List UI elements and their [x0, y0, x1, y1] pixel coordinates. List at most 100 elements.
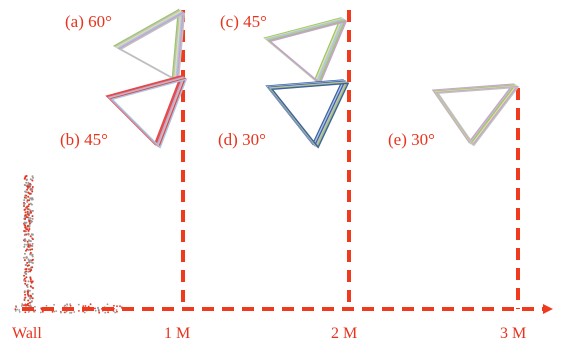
wall-point: [24, 176, 27, 179]
wall-point: [26, 261, 29, 264]
wall-point: [23, 304, 25, 307]
wall-point: [25, 270, 28, 273]
wall-point: [29, 301, 31, 304]
wall-point: [31, 175, 34, 178]
wall-point: [23, 259, 26, 262]
floor-point: [60, 311, 62, 314]
wall-point: [27, 205, 30, 208]
triangle-outline: [118, 12, 186, 83]
wall-point: [26, 286, 29, 288]
wall-point: [24, 217, 27, 220]
wall-point: [24, 211, 27, 214]
floor-point: [98, 310, 100, 312]
wall-point: [29, 210, 32, 213]
floor-point: [21, 304, 24, 306]
wall-point: [26, 199, 29, 202]
wall-point: [30, 203, 33, 206]
wall-point: [25, 194, 28, 197]
label-a: (a) 60°: [65, 12, 112, 31]
floor-point: [89, 303, 92, 306]
wall-point: [29, 217, 32, 220]
tick-label-1m: 1 M: [164, 325, 190, 342]
wall-point: [29, 294, 32, 297]
floor-point: [73, 311, 76, 313]
wall-point: [26, 188, 29, 191]
wall-point: [24, 214, 27, 217]
wall-point: [26, 243, 29, 246]
floor-point: [94, 307, 96, 310]
wall-point: [31, 238, 34, 241]
floor-point: [115, 309, 118, 311]
wall-point: [31, 215, 34, 218]
triangle-frame-d: [265, 79, 350, 149]
floor-point: [97, 307, 99, 310]
wall-point: [24, 239, 27, 242]
wall-point: [29, 253, 32, 256]
tick-label-wall: Wall: [12, 325, 42, 342]
wall-point: [23, 279, 26, 282]
wall-point: [31, 217, 34, 220]
wall-point: [31, 242, 34, 245]
floor-point: [39, 311, 42, 314]
wall-point: [31, 248, 34, 251]
wall-point: [27, 294, 30, 297]
wall-point: [28, 199, 31, 202]
wall-point: [23, 299, 26, 301]
floor-point: [83, 311, 86, 314]
wall-point: [31, 209, 34, 212]
wall-point: [28, 203, 31, 206]
wall-point: [27, 233, 30, 236]
wall-point: [29, 248, 32, 251]
wall-point: [24, 222, 27, 225]
wall-point: [25, 181, 28, 184]
floor-point: [87, 305, 90, 308]
wall-point: [23, 234, 26, 237]
floor-point: [70, 311, 73, 314]
wall-point: [26, 178, 28, 181]
floor-point: [78, 310, 80, 312]
wall-point: [31, 233, 34, 236]
wall-point: [31, 266, 34, 269]
wall-point: [31, 280, 34, 283]
floor-point: [15, 306, 18, 308]
floor-point: [66, 304, 69, 306]
wall-point: [31, 190, 34, 193]
floor-point: [107, 311, 109, 314]
wall-point: [28, 208, 31, 211]
wall-point: [26, 283, 29, 286]
floor-point: [42, 311, 44, 313]
wall-point: [28, 243, 31, 246]
wall-point: [28, 261, 31, 264]
wall-point: [31, 259, 34, 262]
floor-point: [94, 309, 97, 312]
wall-point: [27, 245, 30, 248]
floor-point: [53, 303, 55, 306]
wall-point: [31, 179, 34, 182]
floor-point: [53, 310, 56, 313]
floor-point: [77, 303, 80, 306]
label-c: (c) 45°: [220, 12, 267, 31]
wall-point: [24, 296, 27, 299]
wall-point: [23, 243, 26, 246]
floor-point: [18, 309, 21, 311]
wall-point: [27, 183, 30, 186]
wall-point: [30, 211, 33, 214]
wall-point: [28, 225, 31, 228]
wall-point: [27, 299, 30, 302]
wall-point: [27, 280, 30, 283]
wall-point: [23, 199, 26, 202]
wall-point: [31, 187, 34, 190]
wall-point: [23, 205, 25, 207]
tick-label-2m: 2 M: [331, 325, 357, 342]
wall-point: [23, 252, 26, 255]
wall-point: [27, 211, 30, 214]
wall-point: [29, 178, 32, 181]
wall-point: [23, 230, 26, 232]
wall-point: [24, 190, 27, 193]
triangle-outline: [269, 81, 349, 148]
floor-point: [116, 310, 118, 313]
floor-point: [14, 308, 17, 311]
wall-point: [24, 216, 27, 218]
floor-point: [104, 311, 107, 314]
wall-point: [24, 293, 27, 296]
